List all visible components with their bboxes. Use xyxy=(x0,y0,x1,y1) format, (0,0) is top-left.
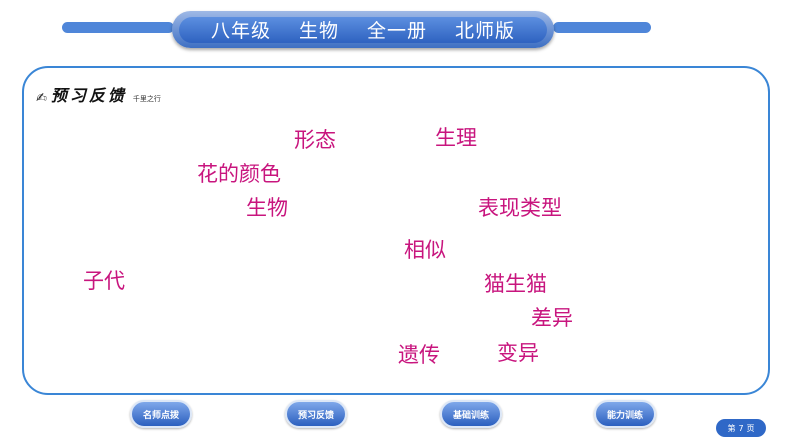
header-banner-inner: 八年级 生物 全一册 北师版 xyxy=(179,16,547,43)
answer-offspring: 子代 xyxy=(83,269,125,293)
answer-physiology: 生理 xyxy=(435,126,477,150)
answer-form: 形态 xyxy=(294,128,336,152)
header-grade: 八年级 xyxy=(210,20,271,42)
page-number-badge: 第 7 页 xyxy=(716,419,766,437)
page-prefix: 第 xyxy=(727,423,736,433)
answer-phenotype: 表现类型 xyxy=(478,196,562,220)
header-publisher: 北师版 xyxy=(455,20,516,42)
header-banner: 八年级 生物 全一册 北师版 xyxy=(172,11,554,48)
page-suffix: 页 xyxy=(746,423,755,433)
answer-organism: 生物 xyxy=(246,196,288,220)
nav-teacher-tips-button[interactable]: 名师点拨 xyxy=(130,400,192,428)
nav-preview-feedback-button[interactable]: 预习反馈 xyxy=(285,400,347,428)
section-subtitle: 千里之行 xyxy=(132,95,161,103)
header-deco-line-right xyxy=(553,22,651,33)
answer-heredity: 遗传 xyxy=(398,343,440,367)
answer-variation: 变异 xyxy=(497,341,539,365)
answer-similar: 相似 xyxy=(404,238,446,262)
content-card xyxy=(22,66,770,395)
runner-icon: ✍ xyxy=(36,91,47,106)
nav-ability-training-button[interactable]: 能力训练 xyxy=(594,400,656,428)
page-number: 7 xyxy=(738,423,744,433)
section-title: 预习反馈 xyxy=(50,86,127,105)
section-heading: ✍ 预习反馈 千里之行 xyxy=(36,82,161,106)
answer-cat-begets-cat: 猫生猫 xyxy=(484,272,547,296)
header-deco-line-left xyxy=(62,22,174,33)
answer-flower-color: 花的颜色 xyxy=(197,162,281,186)
nav-basic-training-button[interactable]: 基础训练 xyxy=(440,400,502,428)
header-subject: 生物 xyxy=(298,20,339,42)
header-volume: 全一册 xyxy=(367,20,428,42)
answer-difference: 差异 xyxy=(531,306,573,330)
